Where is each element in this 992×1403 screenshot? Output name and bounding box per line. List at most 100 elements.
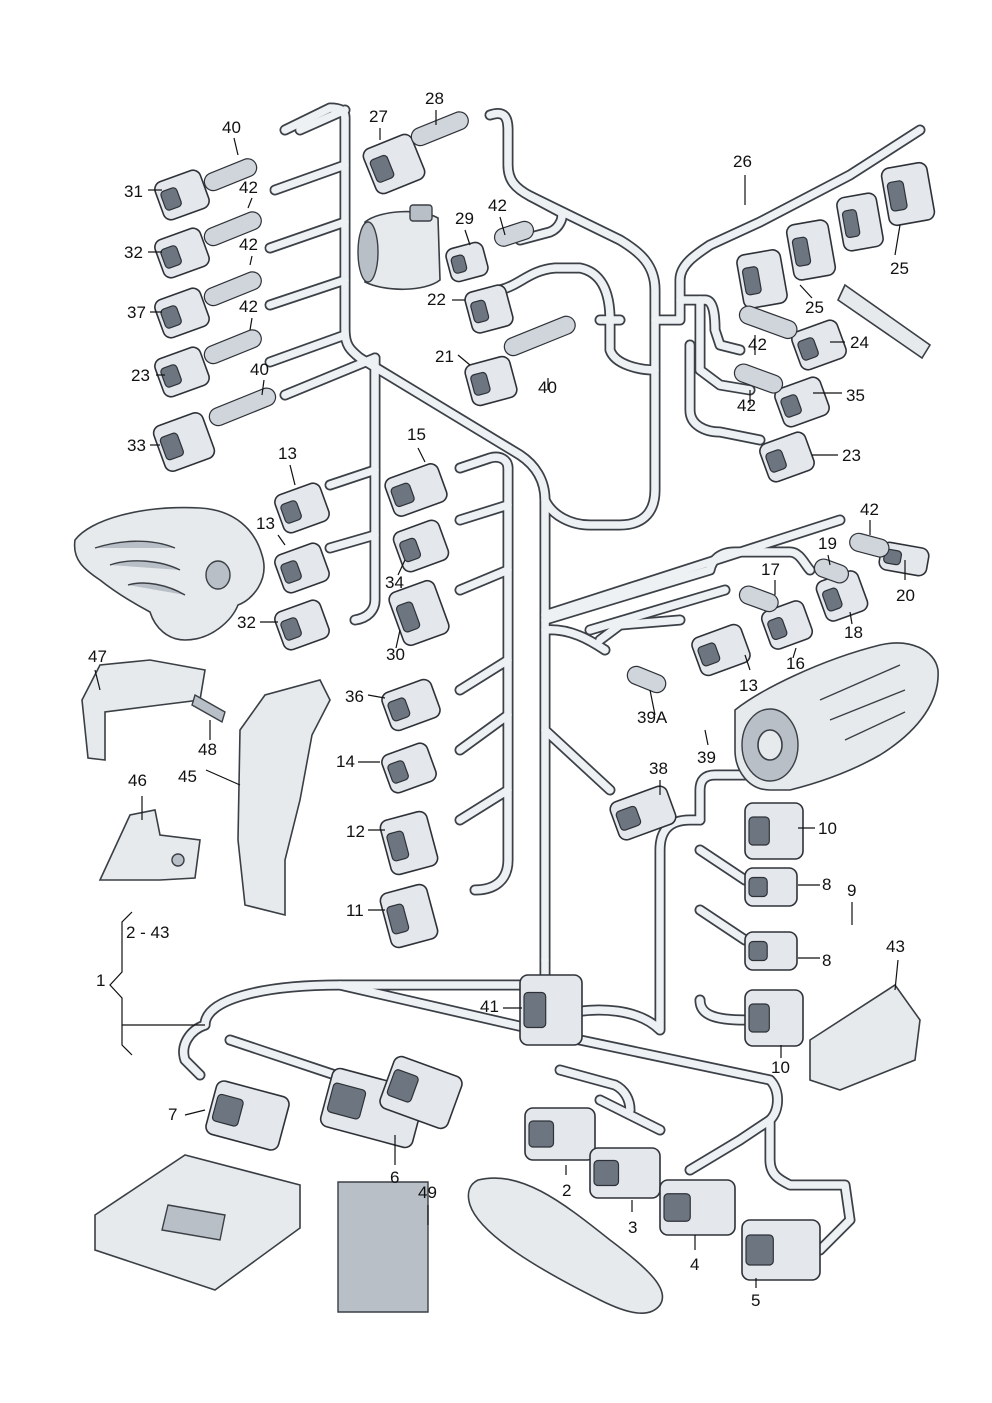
connector (464, 355, 518, 407)
connector (379, 883, 439, 949)
cable-boot-sleeve (203, 271, 262, 307)
connector-face (470, 299, 490, 324)
harness-branch (586, 586, 729, 634)
callout-41: 41 (480, 997, 499, 1016)
connector (774, 376, 830, 428)
callout-36: 36 (345, 687, 364, 706)
connector-face (387, 697, 411, 722)
leader-line (277, 534, 286, 546)
connector-face (369, 154, 395, 183)
callout-31: 31 (124, 182, 143, 201)
connector (759, 431, 815, 483)
cable-boot-sleeve (208, 387, 277, 427)
connector (274, 599, 330, 651)
leader-line (94, 669, 101, 691)
callout-8-upper: 8 (822, 875, 831, 894)
cable-boot-sleeve (626, 665, 667, 694)
callout-27: 27 (369, 107, 388, 126)
cable-boot-sleeve (203, 329, 262, 365)
connector (464, 284, 514, 334)
callout-42-a: 42 (239, 178, 258, 197)
leader-line (395, 629, 401, 649)
callout-32-lower: 32 (237, 613, 256, 632)
callout-45: 45 (178, 767, 197, 786)
leader-line (261, 379, 265, 396)
cable-boot (410, 111, 469, 147)
connector-face (523, 991, 547, 1029)
callout-20: 20 (896, 586, 915, 605)
harness-branch (266, 218, 349, 252)
harness-branch (651, 126, 924, 324)
harness-branch (271, 161, 349, 194)
harness-branch (541, 516, 844, 619)
harness-branch (341, 114, 549, 964)
cable-boot-sleeve (738, 585, 779, 613)
harness-branch (456, 566, 512, 594)
leader-line (247, 197, 253, 209)
cable-boot-sleeve (203, 211, 262, 247)
callout-42-b: 42 (239, 235, 258, 254)
wiring-harness (178, 102, 926, 1256)
callout-11: 11 (346, 901, 364, 920)
leader-line (499, 216, 506, 236)
harness-branch (456, 786, 512, 824)
cable-boot (203, 271, 262, 307)
connector-face (765, 449, 787, 473)
callout-39: 39 (697, 748, 716, 767)
connector-face (387, 760, 409, 784)
connector (388, 579, 450, 647)
connector-face (697, 642, 721, 667)
cable-boot (733, 363, 784, 394)
connector (274, 482, 330, 534)
harness-branch (696, 906, 749, 944)
callout-42-c: 42 (239, 297, 258, 316)
harness-branch (496, 264, 659, 374)
callout-29: 29 (455, 209, 474, 228)
connector (445, 241, 489, 283)
leader-line (417, 447, 426, 463)
callout-35: 35 (846, 386, 865, 405)
harness-branch (266, 276, 349, 309)
air-mass-meter (357, 204, 441, 291)
callout-10-upper: 10 (818, 819, 837, 838)
connector-face (767, 617, 788, 641)
connector-face (326, 1082, 367, 1120)
connector (815, 570, 869, 622)
connectors (152, 111, 936, 1281)
cable-boot-sleeve (733, 363, 784, 394)
cable-boot-sleeve (203, 158, 258, 192)
callout-24: 24 (850, 333, 869, 352)
connector (379, 1055, 463, 1130)
harness-branch (556, 816, 704, 1034)
connector (609, 785, 677, 841)
callout-6: 6 (390, 1168, 399, 1187)
callout-15: 15 (407, 425, 426, 444)
connector-face (160, 245, 182, 269)
assembly-brace (109, 911, 205, 1056)
harness-branch (266, 331, 349, 366)
callout-47: 47 (88, 647, 107, 666)
leader-line (457, 354, 471, 366)
leader-line (792, 647, 797, 659)
leader-line (849, 611, 853, 625)
harness-branch (541, 548, 814, 624)
cable-boot (813, 558, 850, 584)
connector-face (160, 187, 182, 211)
connector (274, 542, 330, 594)
sensor-24 (836, 283, 932, 360)
harness-branch (696, 846, 749, 884)
connector-body (785, 219, 837, 281)
harness-branch (456, 501, 512, 524)
connector-face (528, 1120, 555, 1148)
harness-branch (201, 981, 524, 1029)
callout-32-upper: 32 (124, 243, 143, 262)
harness-branch (516, 192, 566, 244)
callout-25-b: 25 (890, 259, 909, 278)
connector-face (748, 816, 770, 846)
connector-face (159, 432, 185, 461)
connector (524, 1107, 596, 1161)
callout-13-c: 13 (739, 676, 758, 695)
callout-19: 19 (818, 534, 837, 553)
callout-23-right: 23 (842, 446, 861, 465)
